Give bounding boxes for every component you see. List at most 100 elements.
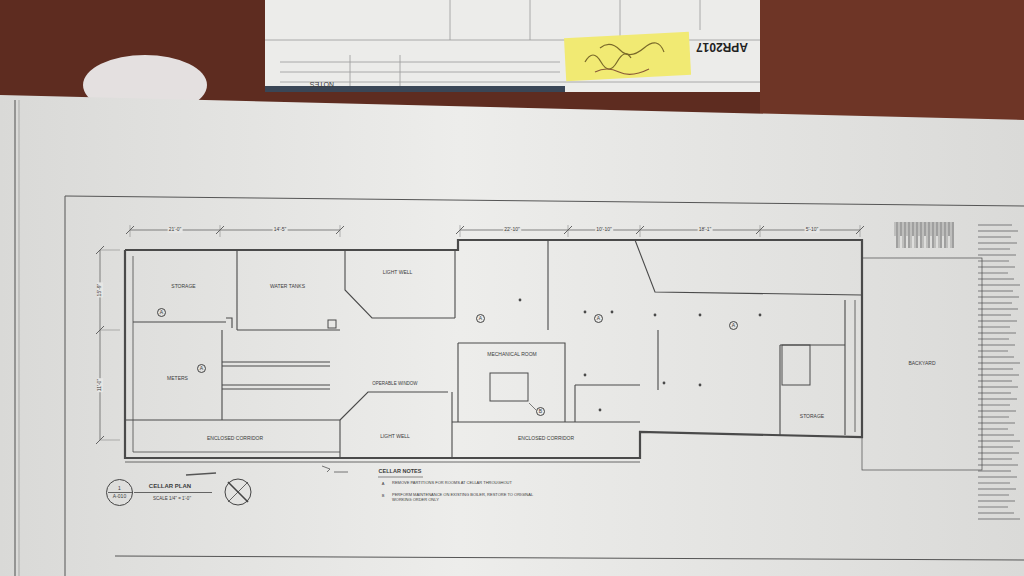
barcode <box>951 222 952 248</box>
room: ENCLOSED CORRIDOR <box>457 427 635 451</box>
light-fixture <box>584 311 587 314</box>
dimension: 10'-10" <box>595 227 613 233</box>
note-key: A <box>382 482 385 487</box>
room: LIGHT WELL <box>345 422 445 452</box>
note-line <box>978 392 1011 393</box>
barcode <box>924 222 925 236</box>
note-key: B <box>382 494 385 499</box>
note-line <box>978 230 1018 231</box>
note-line <box>978 518 1020 519</box>
extension-line <box>340 225 341 237</box>
callout-letter: A <box>479 316 482 322</box>
room-name: LIGHT WELL <box>380 434 410 440</box>
light-fixture <box>611 311 614 314</box>
notes-heading: CELLAR NOTES <box>379 468 422 474</box>
interior-wall <box>222 361 330 362</box>
extension-line <box>100 250 120 251</box>
light-fixture <box>759 314 762 317</box>
interior-wall <box>452 421 640 422</box>
room-name: ENCLOSED CORRIDOR <box>518 436 574 442</box>
folder-rule <box>280 82 760 83</box>
note-line <box>978 290 1013 291</box>
note-line <box>978 410 1016 411</box>
interior-wall <box>340 392 448 420</box>
note-line <box>978 332 1016 333</box>
dimension: 18'-1" <box>698 227 713 233</box>
note-line <box>978 506 1008 507</box>
note-line <box>978 296 1019 297</box>
note-line <box>978 368 1013 369</box>
sheet-frame <box>65 196 66 576</box>
barcode <box>904 222 905 248</box>
note-line <box>978 398 1017 399</box>
leader-line <box>529 403 536 410</box>
dimension: 5'-10" <box>805 227 820 233</box>
note-line <box>978 260 1009 261</box>
backyard-outline <box>862 258 982 470</box>
storage-cabinet <box>782 345 810 385</box>
room-name: METERS <box>167 376 188 382</box>
callout-circle: A <box>157 308 166 317</box>
note-line <box>978 308 1018 309</box>
barcode <box>927 222 928 248</box>
sheet-margin <box>19 100 20 576</box>
room-name: LIGHT WELL <box>383 270 413 276</box>
room: STORAGEA <box>135 255 232 318</box>
column <box>328 320 336 328</box>
room-name: MECHANICAL ROOM <box>487 352 537 358</box>
extension-line <box>568 225 569 237</box>
north-arrow <box>228 482 248 502</box>
note-line <box>978 236 1011 237</box>
extension-line <box>130 225 131 237</box>
dimension: 11'-0" <box>97 378 103 392</box>
sheet-frame <box>65 196 1024 206</box>
room: METERS A <box>135 340 220 418</box>
barcode <box>920 222 921 248</box>
interior-wall <box>574 385 575 422</box>
barcode <box>907 222 908 236</box>
note-text: REMOVE PARTITIONS FOR ROOMS AT CELLAR TH… <box>392 481 582 486</box>
dimension-line <box>130 230 340 231</box>
callout-letter: A <box>160 310 163 316</box>
note-line <box>978 284 1020 285</box>
folder-rule <box>280 72 560 73</box>
room-name: BACKYARD <box>908 361 935 367</box>
interior-wall <box>222 365 330 366</box>
barcode <box>939 222 940 248</box>
north-arrow <box>225 479 251 505</box>
interior-wall <box>657 330 658 390</box>
interior-wall <box>451 392 452 458</box>
room-name: WATER TANKS <box>270 284 305 290</box>
callout-letter: 1 <box>118 486 121 492</box>
interior-wall <box>454 250 455 318</box>
note-line <box>978 224 1012 225</box>
dimension: 15'-9" <box>97 283 103 298</box>
note-line <box>978 374 1019 375</box>
callout-letter: A-010 <box>113 494 126 500</box>
window-label: OPERABLE WINDOW <box>372 381 417 386</box>
note-line <box>978 482 1010 483</box>
note-line <box>978 320 1017 321</box>
barcode <box>895 222 896 236</box>
callout-letter: A <box>200 366 203 372</box>
note-line <box>978 422 1015 423</box>
barcode <box>952 222 953 248</box>
note-line <box>978 512 1014 513</box>
extension-line <box>760 225 761 237</box>
barcode <box>899 222 900 248</box>
drawing-scale: SCALE 1/4" = 1'-0" <box>153 496 191 501</box>
callout-letter: A <box>597 316 600 322</box>
light-fixture <box>584 374 587 377</box>
note-line <box>978 266 1015 267</box>
barcode <box>931 222 932 236</box>
note-line <box>978 362 1020 363</box>
note-line <box>978 416 1009 417</box>
dimension: 14'-5" <box>273 227 288 233</box>
room: WATER TANKS <box>240 255 335 318</box>
barcode <box>940 222 941 248</box>
barcode <box>919 222 920 236</box>
note-line <box>978 488 1016 489</box>
folder-rule <box>450 0 451 40</box>
callout-circle: A <box>594 314 603 323</box>
